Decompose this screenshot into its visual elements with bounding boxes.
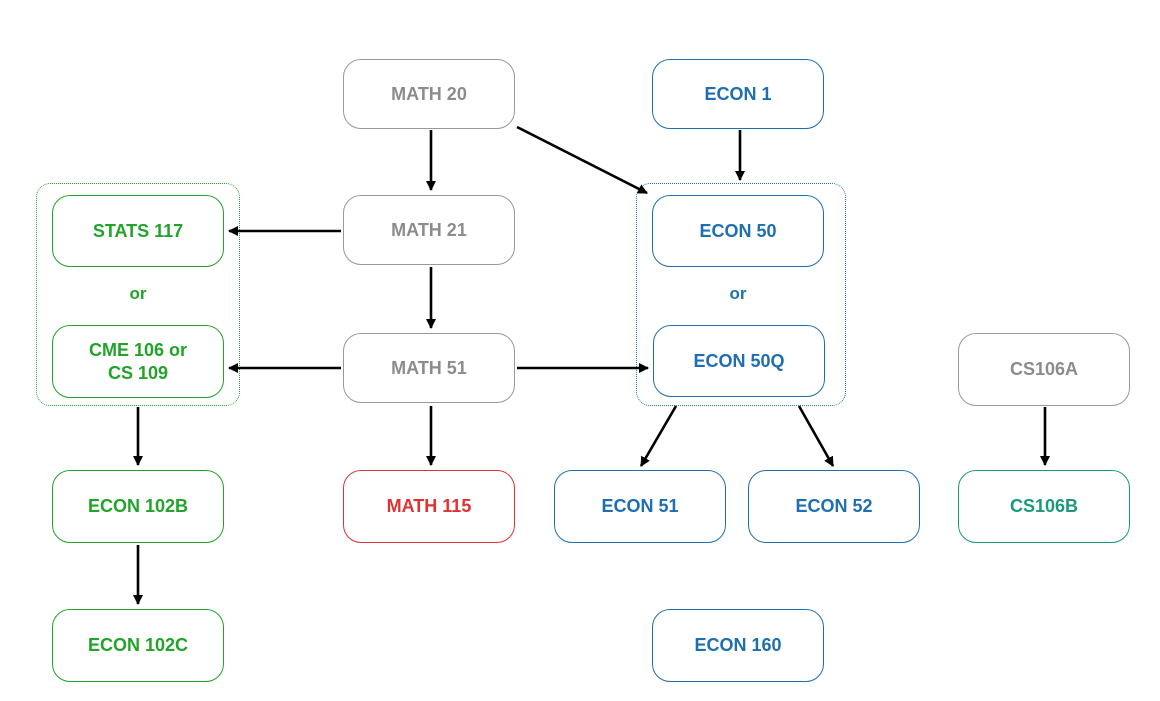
node-label: MATH 115	[386, 496, 472, 517]
node-econ-160: ECON 160	[652, 609, 824, 682]
node-stats-117: STATS 117	[52, 195, 224, 267]
node-math-21: MATH 21	[343, 195, 515, 265]
stats-or-group	[36, 183, 240, 406]
edge-math20-econ50	[516, 125, 648, 195]
node-label: STATS 117	[92, 220, 184, 241]
node-label: ECON 102B	[87, 496, 189, 517]
node-label: MATH 20	[391, 83, 467, 104]
node-label: MATH 51	[391, 357, 467, 378]
or-label-right: or	[729, 284, 747, 303]
node-econ-102b: ECON 102B	[52, 470, 224, 543]
node-label: ECON 50Q	[693, 350, 785, 371]
node-label: MATH 21	[391, 219, 467, 240]
node-econ-102c: ECON 102C	[52, 609, 224, 682]
node-label: CS106B	[1009, 496, 1079, 517]
edge-econ50-econ51	[639, 405, 678, 467]
node-label: ECON 102C	[87, 635, 189, 656]
node-econ-50q: ECON 50Q	[653, 325, 825, 397]
node-label: CME 106 or CS 109	[88, 340, 188, 383]
node-cme-106-or-cs-109: CME 106 or CS 109	[52, 325, 224, 398]
node-cs106b: CS106B	[958, 470, 1130, 543]
node-econ-1: ECON 1	[652, 59, 824, 129]
node-econ-51: ECON 51	[554, 470, 726, 543]
node-label: ECON 51	[601, 496, 679, 517]
econ50-or-group	[636, 183, 846, 406]
node-label: ECON 1	[704, 83, 772, 104]
edge-econ50-econ52	[797, 405, 835, 467]
node-econ-50: ECON 50	[652, 195, 824, 267]
node-label: ECON 50	[699, 220, 777, 241]
node-econ-52: ECON 52	[748, 470, 920, 543]
or-label-left: or	[129, 284, 147, 303]
node-label: CS106A	[1009, 359, 1079, 380]
node-cs106a: CS106A	[958, 333, 1130, 406]
node-math-115: MATH 115	[343, 470, 515, 543]
node-label: ECON 52	[795, 496, 873, 517]
node-label: ECON 160	[694, 635, 782, 656]
node-math-51: MATH 51	[343, 333, 515, 403]
node-math-20: MATH 20	[343, 59, 515, 129]
